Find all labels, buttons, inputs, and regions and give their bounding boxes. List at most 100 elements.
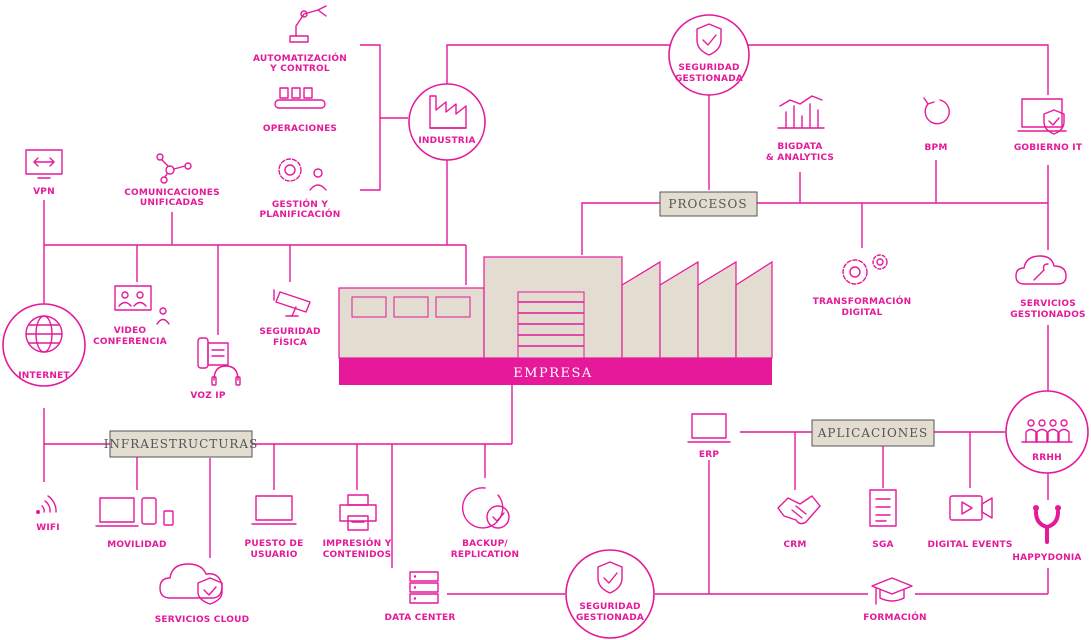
node-digital-events: DIGITAL EVENTS xyxy=(927,495,1012,550)
seguridad-bottom-line1: SEGURIDAD xyxy=(579,602,640,612)
shield-check-icon xyxy=(696,23,722,56)
vozip-label: VOZ IP xyxy=(190,391,225,401)
backup-line1: BACKUP/ xyxy=(462,539,508,549)
procesos-label: PROCESOS xyxy=(668,197,747,211)
comunicaciones-line2: UNIFICADAS xyxy=(140,198,204,208)
monitor-arrows-icon xyxy=(25,149,63,179)
security-camera-icon xyxy=(273,289,311,317)
network-nodes-icon xyxy=(156,153,192,184)
infraestructuras-label: INFRAESTRUCTURAS xyxy=(104,437,259,451)
wifi-label: WIFI xyxy=(36,523,60,533)
node-transformacion: TRANSFORMACIÓN DIGITAL xyxy=(813,254,912,318)
node-vozip: VOZ IP xyxy=(190,337,241,401)
movilidad-label: MOVILIDAD xyxy=(107,540,166,550)
phone-headset-icon xyxy=(197,337,241,386)
graduation-cap-icon xyxy=(871,577,913,605)
factory-icon xyxy=(429,95,467,129)
seguridad-bottom-line2: GESTIONADA xyxy=(576,613,644,623)
connector-lines xyxy=(43,44,1049,595)
gear-person-icon xyxy=(278,158,327,191)
servicios-gestionados-line1: SERVICIOS xyxy=(1020,299,1076,309)
bpm-label: BPM xyxy=(924,143,947,153)
conveyor-icon xyxy=(274,87,326,109)
node-gobierno-it: GOBIERNO IT xyxy=(1014,98,1083,153)
seguridad-top-line1: SEGURIDAD xyxy=(678,63,739,73)
aplicaciones-label: APLICACIONES xyxy=(817,426,929,440)
digital-events-label: DIGITAL EVENTS xyxy=(927,540,1012,550)
puesto-line1: PUESTO DE xyxy=(245,539,304,549)
crm-label: CRM xyxy=(783,540,806,550)
hub-industria: INDUSTRIA xyxy=(408,83,486,161)
node-comunicaciones: COMUNICACIONES UNIFICADAS xyxy=(124,153,220,208)
node-happydonia: HAPPYDONIA xyxy=(1012,505,1081,563)
internet-label: INTERNET xyxy=(18,371,70,381)
backup-check-icon xyxy=(461,487,510,529)
node-movilidad: MOVILIDAD xyxy=(95,497,174,550)
empresa-band xyxy=(339,358,772,385)
cloud-shield-icon xyxy=(159,563,223,605)
transformacion-line1: TRANSFORMACIÓN xyxy=(813,295,912,307)
videoconferencia-line1: VIDEO xyxy=(114,326,147,336)
node-bpm: BPM xyxy=(923,97,950,153)
happydonia-label: HAPPYDONIA xyxy=(1012,553,1081,563)
node-sga: SGA xyxy=(869,489,897,550)
node-data-center: DATA CENTER xyxy=(385,571,456,623)
gestion-line1: GESTIÓN Y xyxy=(272,198,328,210)
node-impresion: IMPRESIÓN Y CONTENIDOS xyxy=(323,494,392,560)
servicios-gestionados-line2: GESTIONADOS xyxy=(1010,310,1085,320)
node-wifi: WIFI xyxy=(36,495,60,533)
printer-icon xyxy=(339,494,377,531)
globe-icon xyxy=(25,315,63,353)
desktop-icon xyxy=(251,495,297,525)
hub-seguridad-top: SEGURIDAD GESTIONADA xyxy=(668,14,750,96)
hub-rrhh: RRHH xyxy=(1005,390,1089,474)
hub-internet: INTERNET xyxy=(2,303,86,387)
impresion-line2: CONTENIDOS xyxy=(323,550,392,560)
node-puesto: PUESTO DE USUARIO xyxy=(245,495,304,560)
comunicaciones-line1: COMUNICACIONES xyxy=(124,188,220,198)
node-gestion: GESTIÓN Y PLANIFICACIÓN xyxy=(260,158,341,220)
empresa-label: EMPRESA xyxy=(513,366,593,381)
gobierno-it-label: GOBIERNO IT xyxy=(1014,143,1083,153)
automatizacion-line1: AUTOMATIZACIÓN xyxy=(253,52,347,64)
seguridad-fisica-line1: SEGURIDAD xyxy=(259,327,320,337)
robot-arm-icon xyxy=(289,5,327,43)
erp-label: ERP xyxy=(699,450,719,460)
bar-chart-icon xyxy=(777,95,825,129)
node-vpn: VPN xyxy=(25,149,63,197)
cloud-wrench-icon xyxy=(1015,255,1067,285)
wifi-icon xyxy=(36,495,57,514)
checklist-icon xyxy=(869,489,897,527)
backup-line2: REPLICATION xyxy=(451,550,520,560)
servicios-cloud-label: SERVICIOS CLOUD xyxy=(155,615,250,625)
video-camera-icon xyxy=(949,495,993,521)
industria-label: INDUSTRIA xyxy=(418,136,475,146)
server-rack-icon xyxy=(409,571,439,604)
seguridad-fisica-line2: FÍSICA xyxy=(273,336,307,348)
rrhh-label: RRHH xyxy=(1032,453,1062,463)
node-bigdata: BIGDATA & ANALYTICS xyxy=(766,95,834,163)
gestion-line2: PLANIFICACIÓN xyxy=(260,208,341,220)
videoconferencia-line2: CONFERENCIA xyxy=(93,337,167,347)
gears-icon xyxy=(842,254,888,285)
hub-seguridad-bottom: SEGURIDAD GESTIONADA xyxy=(565,549,655,639)
automatizacion-line2: Y CONTROL xyxy=(269,64,330,74)
infraestructuras-box: INFRAESTRUCTURAS xyxy=(104,430,259,458)
empresa-building: EMPRESA xyxy=(338,256,773,385)
monitor-icon xyxy=(687,413,731,443)
handshake-icon xyxy=(777,495,821,525)
monitor-shield-icon xyxy=(1017,98,1067,135)
node-erp: ERP xyxy=(687,413,731,460)
bigdata-line1: BIGDATA xyxy=(777,142,822,152)
refresh-icon xyxy=(923,97,950,125)
node-formacion: FORMACIÓN xyxy=(863,577,927,623)
video-conference-icon xyxy=(114,285,170,325)
puesto-line2: USUARIO xyxy=(250,550,297,560)
vpn-label: VPN xyxy=(33,187,55,197)
formacion-label: FORMACIÓN xyxy=(863,611,927,623)
data-center-label: DATA CENTER xyxy=(385,613,456,623)
node-videoconferencia: VIDEO CONFERENCIA xyxy=(93,285,170,347)
node-seguridad-fisica: SEGURIDAD FÍSICA xyxy=(259,289,320,348)
impresion-line1: IMPRESIÓN Y xyxy=(323,537,392,549)
devices-icon xyxy=(95,497,174,527)
